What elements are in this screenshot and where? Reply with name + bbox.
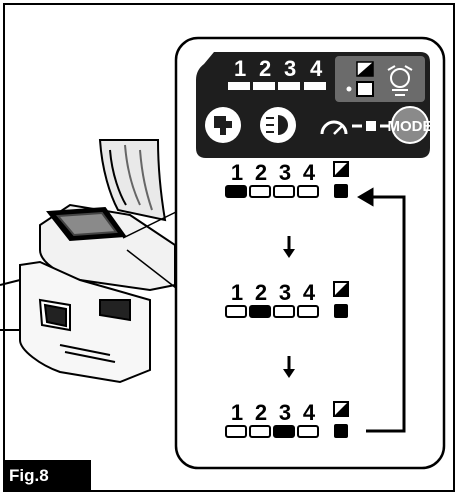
panel-bar-3 xyxy=(278,82,300,90)
panel-bar-1 xyxy=(228,82,250,90)
light-icon xyxy=(266,115,288,135)
light-button[interactable] xyxy=(260,107,296,143)
rotation-mode-icon xyxy=(387,65,413,96)
speed-gauge-icon xyxy=(320,120,390,135)
row-2-bar-3 xyxy=(273,305,295,318)
row-3-level-2: 2 xyxy=(255,400,267,425)
row-1-bar-4 xyxy=(297,185,319,198)
row-1-level-1: 1 xyxy=(231,160,243,185)
row-1-level-3: 3 xyxy=(279,160,291,185)
panel-bar-2 xyxy=(253,82,275,90)
figure-frame xyxy=(3,3,455,492)
row-3-mode-icon xyxy=(333,401,349,438)
row-3-bar-2 xyxy=(249,425,271,438)
panel-level-1: 1 xyxy=(234,56,246,81)
mode-button[interactable]: MODE xyxy=(388,106,433,144)
row-3-bar-1 xyxy=(225,425,247,438)
figure-label: Fig.8 xyxy=(3,460,91,492)
impact-icon xyxy=(214,116,232,135)
panel-level-4: 4 xyxy=(310,56,323,81)
row-1-mode-icon xyxy=(333,161,349,198)
row-3-bar-4 xyxy=(297,425,319,438)
return-arrow xyxy=(357,187,406,433)
impact-force-button[interactable] xyxy=(205,107,241,143)
row-1-bar-3 xyxy=(273,185,295,198)
row-1-level-4: 4 xyxy=(303,160,316,185)
row-1-level-2: 2 xyxy=(255,160,267,185)
row-1-bar-1 xyxy=(225,185,247,198)
panel-level-3: 3 xyxy=(284,56,296,81)
row-1-bar-2 xyxy=(249,185,271,198)
control-panel: 1 2 3 4 xyxy=(196,52,433,158)
row-3-level-3: 3 xyxy=(279,400,291,425)
tool-illustration xyxy=(0,139,177,384)
mode-indicator-icon xyxy=(346,61,374,97)
row-2-level-3: 3 xyxy=(279,280,291,305)
row-2-mode-icon xyxy=(333,281,349,318)
row-3-bar-3 xyxy=(273,425,295,438)
row-3-level-4: 4 xyxy=(303,400,316,425)
row-2-bar-2 xyxy=(249,305,271,318)
panel-level-2: 2 xyxy=(259,56,271,81)
mode-button-label: MODE xyxy=(388,118,433,135)
row-3-level-1: 1 xyxy=(231,400,243,425)
row-2-bar-1 xyxy=(225,305,247,318)
down-arrow-2 xyxy=(283,356,295,378)
row-2-bar-4 xyxy=(297,305,319,318)
row-2-level-1: 1 xyxy=(231,280,243,305)
row-2-level-4: 4 xyxy=(303,280,316,305)
row-2-level-2: 2 xyxy=(255,280,267,305)
down-arrow-1 xyxy=(283,236,295,258)
panel-bar-4 xyxy=(304,82,326,90)
